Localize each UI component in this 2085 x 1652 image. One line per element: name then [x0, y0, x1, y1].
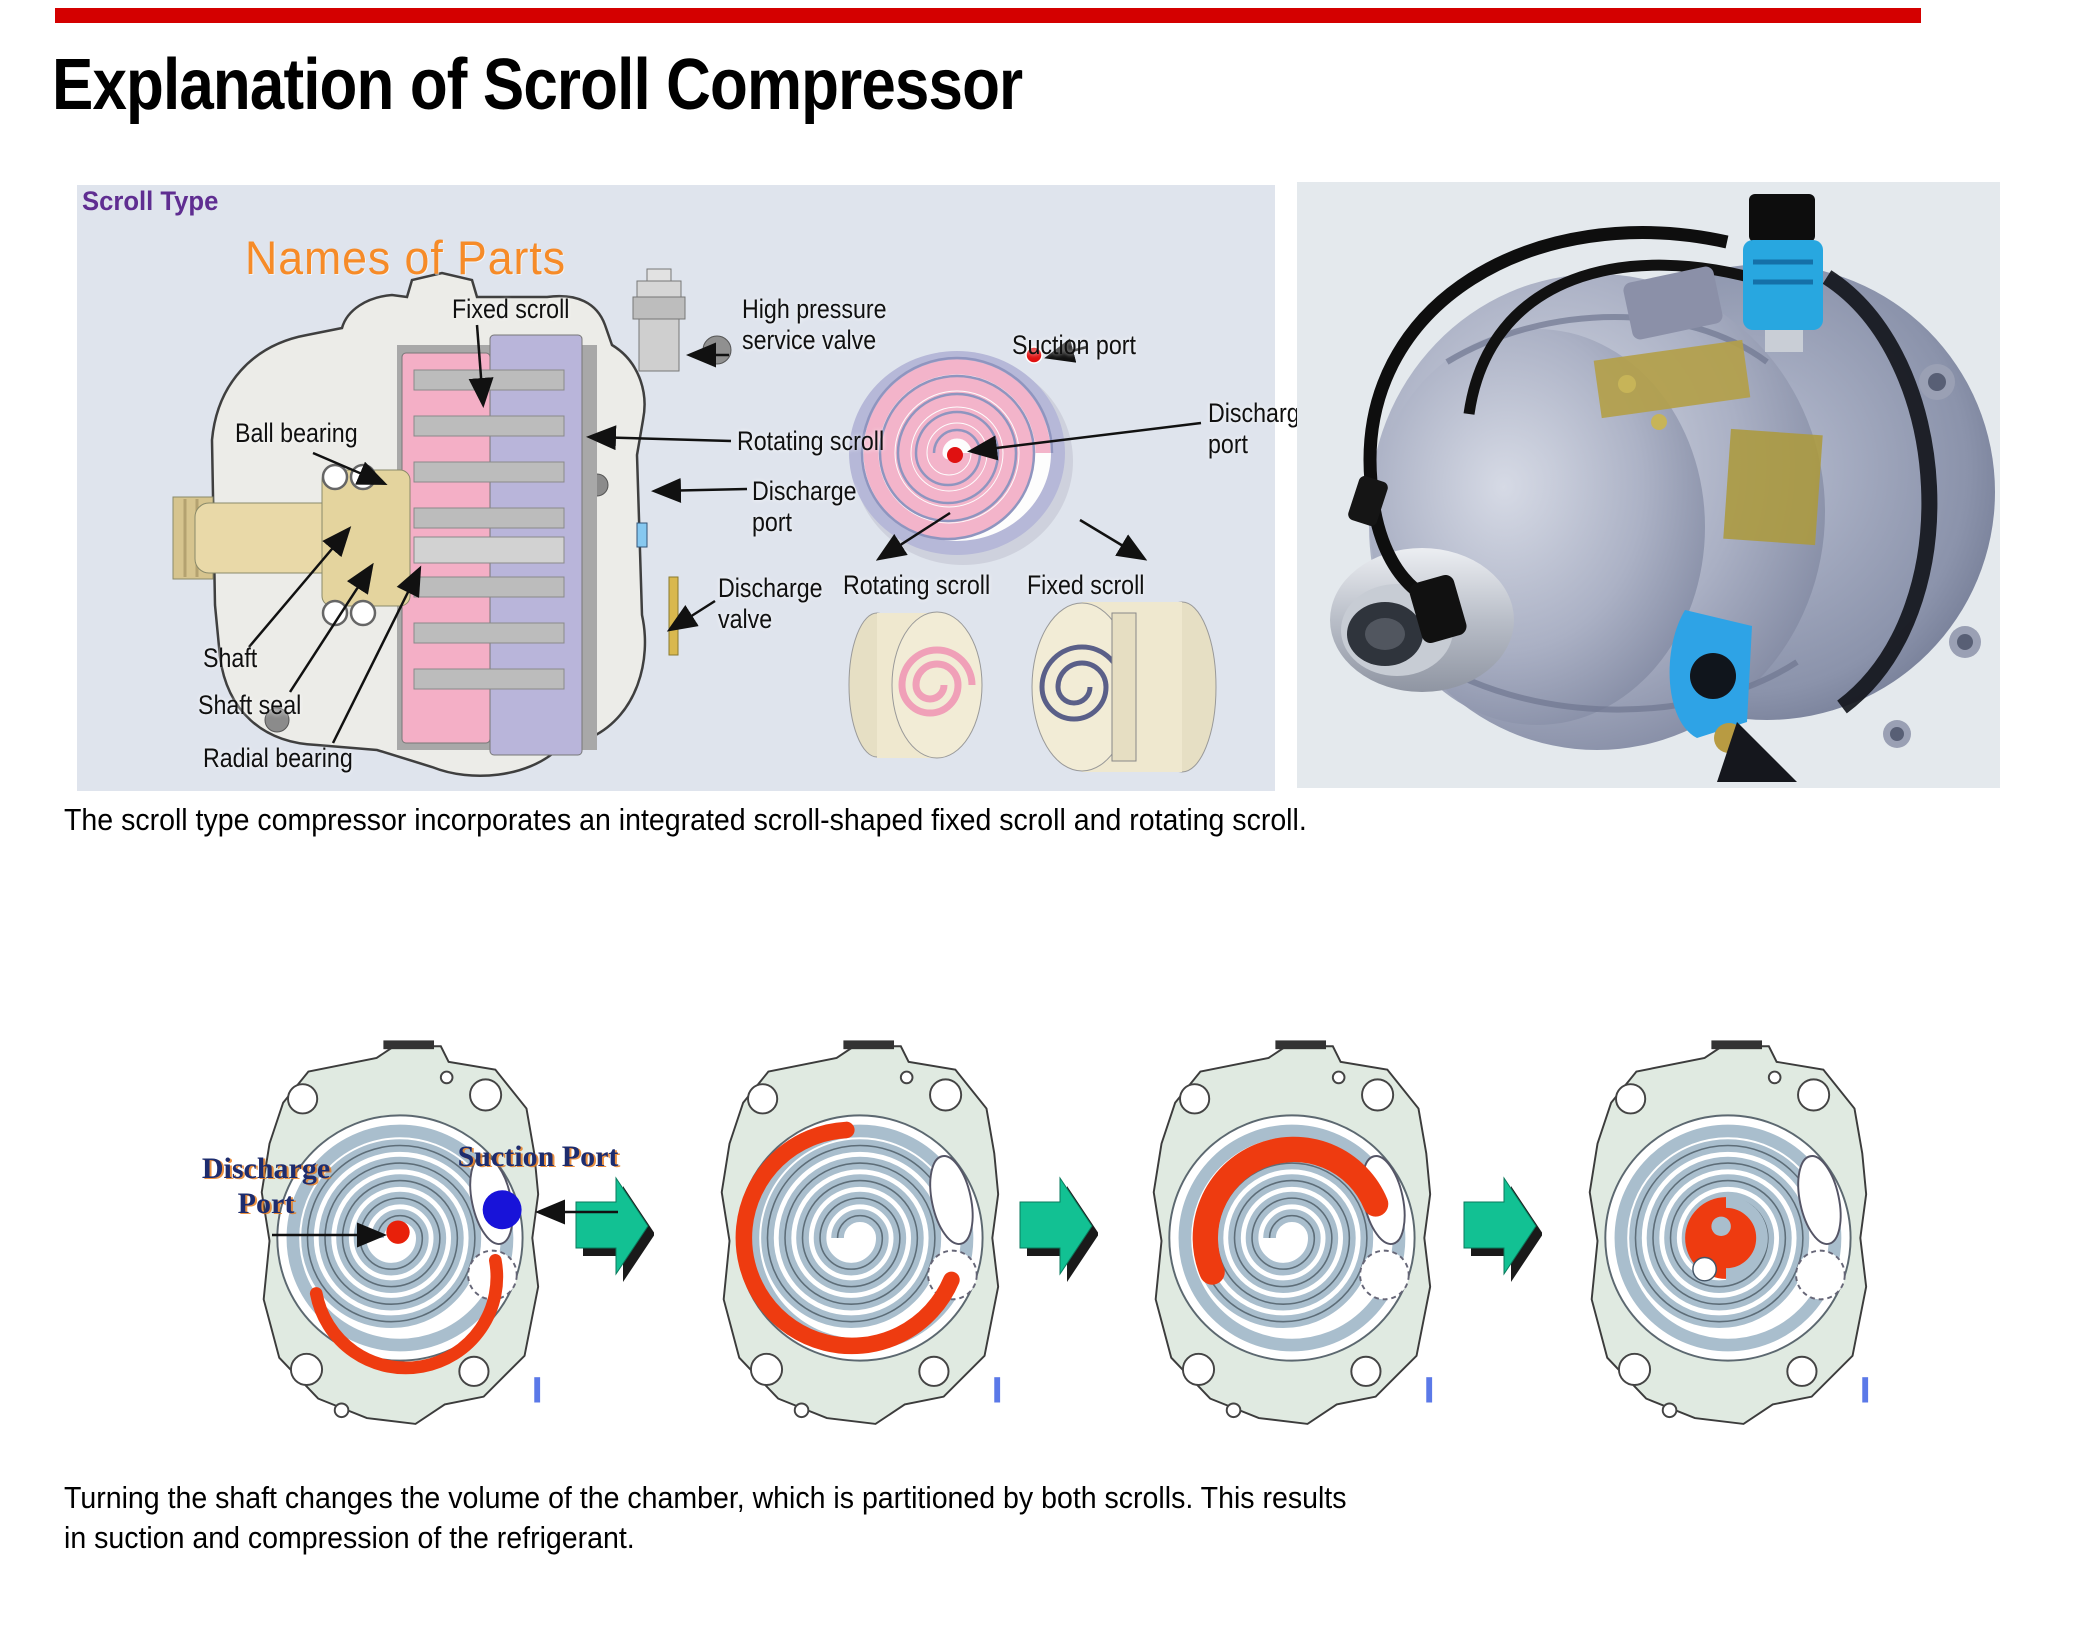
- label-ball-bearing-text: Ball bearing: [235, 418, 358, 448]
- names-of-parts-heading: Names of Parts: [245, 230, 583, 285]
- label-fixed-scroll: Fixed scroll: [452, 294, 589, 325]
- scroll-spiral-topview: [849, 346, 1073, 565]
- label-shaft-seal: Shaft seal: [198, 690, 318, 721]
- discharge-valve-marker: [668, 576, 679, 656]
- stage1-tick: [534, 1377, 541, 1403]
- stage4-tick: [1862, 1377, 1869, 1403]
- label-radial-bearing: Radial bearing: [203, 743, 377, 774]
- label-fixed-scroll-bottom: Fixed scroll: [1027, 570, 1164, 601]
- label-rotating-scroll-bottom-text: Rotating scroll: [843, 570, 991, 600]
- label-suction-port-text: Suction port: [1012, 330, 1136, 360]
- label-discharge-valve-text: Discharge valve: [718, 573, 823, 634]
- cutaway-diagram: [172, 268, 1217, 777]
- stage-pointer-arrows: [272, 1199, 618, 1248]
- scroll-cross-sections: [397, 334, 679, 756]
- label-fixed-scroll-text: Fixed scroll: [452, 294, 570, 324]
- label-rotating-scroll-text: Rotating scroll: [737, 426, 885, 456]
- refrigerant-stage4: [1685, 1196, 1768, 1282]
- refrigerant-stage2: [735, 1121, 960, 1355]
- label-shaft: Shaft: [203, 643, 266, 674]
- stage-2-sealing: [720, 1040, 1001, 1425]
- scroll-type-tag: Scroll Type: [82, 186, 226, 217]
- refrigerant-stage1: [309, 1254, 504, 1375]
- refrigerant-stage3: [1192, 1136, 1389, 1285]
- stage-discharge-port-text: Discharge Port: [201, 1152, 331, 1220]
- page-title: Explanation of Scroll Compressor: [52, 44, 1180, 126]
- label-radial-bearing-text: Radial bearing: [203, 743, 353, 773]
- service-valve: [632, 268, 686, 372]
- stage-suction-port-text: Suction Port: [457, 1140, 619, 1173]
- label-ball-bearing: Ball bearing: [235, 418, 378, 449]
- flow-arrow-2-icon: [1019, 1176, 1098, 1282]
- label-hp-service-valve: High pressure service valve: [742, 294, 910, 355]
- stage-3-compression: [1152, 1040, 1433, 1425]
- label-discharge-port-left-text: Discharge port: [752, 476, 857, 537]
- stage2-tick: [994, 1377, 1001, 1403]
- label-rotating-scroll-bottom: Rotating scroll: [843, 570, 1014, 601]
- page-title-text: Explanation of Scroll Compressor: [52, 45, 1023, 125]
- label-shaft-seal-text: Shaft seal: [198, 690, 302, 720]
- suction-fitting: [1669, 610, 1797, 782]
- stage-discharge-port-label: Discharge Port: [186, 1152, 346, 1221]
- flow-arrow-3-icon: [1463, 1176, 1542, 1282]
- scroll-type-text: Scroll Type: [82, 186, 219, 216]
- top-accent-bar: [55, 8, 1921, 23]
- flow-arrow-1-icon: [575, 1176, 654, 1282]
- names-of-parts-text: Names of Parts: [245, 231, 566, 284]
- label-discharge-valve: Discharge valve: [718, 573, 840, 634]
- label-shaft-text: Shaft: [203, 643, 258, 673]
- electrical-connector: [1743, 194, 1823, 352]
- label-suction-port: Suction port: [1012, 330, 1156, 361]
- label-discharge-port-right: Discharge port: [1208, 398, 1330, 459]
- rotating-scroll-piece: [848, 611, 983, 759]
- caption-bottom-text: Turning the shaft changes the volume of …: [64, 1480, 1347, 1556]
- discharge-port-marker: [636, 522, 648, 548]
- stage1-discharge-dot: [386, 1220, 410, 1244]
- stage-4-discharge: [1588, 1040, 1869, 1425]
- discharge-port-dot: [947, 447, 963, 463]
- suction-port-dot: [1025, 346, 1043, 364]
- label-rotating-scroll: Rotating scroll: [737, 426, 908, 457]
- label-fixed-scroll-bottom-text: Fixed scroll: [1027, 570, 1145, 600]
- stage-suction-port-label: Suction Port: [448, 1140, 628, 1175]
- label-discharge-port-right-text: Discharge port: [1208, 398, 1313, 459]
- compressor-photo: [1330, 194, 1995, 782]
- stage-1-suction: [260, 1040, 541, 1425]
- caption-top-text: The scroll type compressor incorporates …: [64, 802, 1307, 837]
- label-discharge-port-left: Discharge port: [752, 476, 874, 537]
- label-hp-service-valve-text: High pressure service valve: [742, 294, 887, 355]
- label-pointer-arrows: [248, 324, 1202, 744]
- fixed-scroll-piece: [1031, 601, 1217, 773]
- stage3-tick: [1426, 1377, 1433, 1403]
- mounting-hardware: [1593, 266, 1981, 748]
- stage1-suction-dot: [482, 1190, 522, 1230]
- caption-bottom: Turning the shaft changes the volume of …: [64, 1478, 1459, 1559]
- caption-top: The scroll type compressor incorporates …: [64, 802, 2014, 838]
